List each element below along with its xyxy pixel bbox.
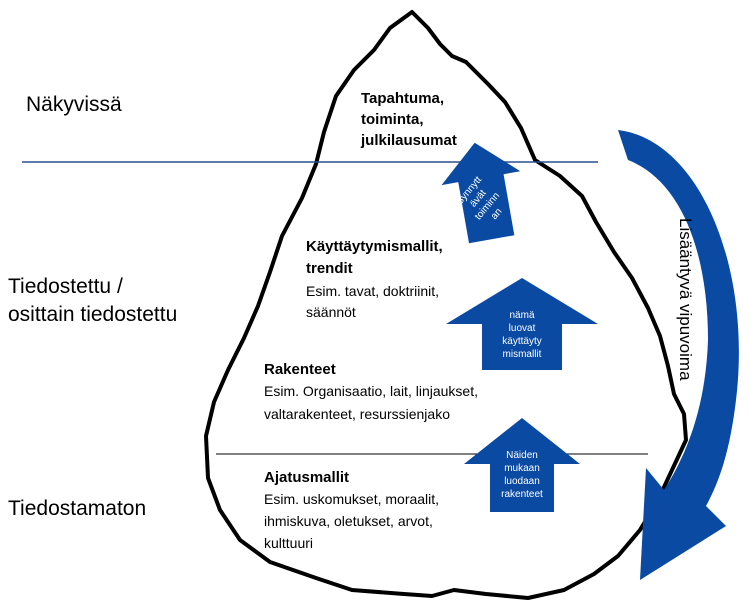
structures-body-2: valtarakenteet, resurssienjako	[264, 406, 450, 422]
arrow-create-patterns-line-1: nämä	[509, 310, 534, 321]
patterns-body-2: säännöt	[306, 304, 356, 320]
arrow-create-patterns-line-4: mismallit	[503, 349, 542, 360]
iceberg-outline	[204, 10, 688, 600]
patterns-title-2: trendit	[306, 260, 353, 277]
mental-models-body-3: kulttuuri	[264, 535, 313, 551]
mental-models-title: Ajatusmallit	[264, 469, 349, 486]
curved-arrow-shape	[618, 130, 739, 580]
arrow-create-patterns-line-3: käyttäyty	[502, 336, 541, 347]
up-arrow-shape	[464, 418, 580, 512]
arrow-create-structures-line-1: Näiden	[506, 450, 538, 461]
level-conscious-2: osittain tiedostettu	[8, 303, 177, 326]
arrow-create-structures-line-3: luodaan	[504, 476, 540, 487]
leverage-label: Lisääntyvä vipuvoima	[676, 218, 695, 381]
arrow-create-actions-line-4: an	[489, 206, 505, 222]
mental-models-body-2: ihmiskuva, oletukset, arvot,	[264, 513, 433, 529]
leverage-arrow	[618, 130, 739, 580]
structures-title: Rakenteet	[264, 361, 336, 378]
events-line-2: toiminta,	[361, 111, 424, 128]
arrow-create-actions: Synnytt ävät toiminn an	[441, 142, 521, 244]
patterns-body-1: Esim. tavat, doktriinit,	[306, 283, 439, 299]
level-conscious-1: Tiedostettu /	[8, 275, 123, 298]
level-unconscious: Tiedostamaton	[8, 497, 146, 520]
arrow-create-structures-line-4: rakenteet	[501, 489, 543, 500]
up-arrow-shape	[441, 142, 521, 244]
arrow-create-structures-line-2: mukaan	[504, 463, 540, 474]
arrow-create-patterns: nämä luovat käyttäyty mismallit	[446, 278, 598, 370]
arrow-create-structures: Näiden mukaan luodaan rakenteet	[464, 418, 580, 512]
patterns-title-1: Käyttäytymismallit,	[306, 238, 443, 255]
structures-body-1: Esim. Organisaatio, lait, linjaukset,	[264, 383, 478, 399]
level-visible: Näkyvissä	[26, 93, 122, 116]
events-line-1: Tapahtuma,	[361, 90, 444, 107]
events-line-3: julkilausumat	[360, 132, 457, 149]
arrow-create-patterns-line-2: luovat	[509, 323, 536, 334]
up-arrow-shape	[446, 278, 598, 370]
mental-models-body-1: Esim. uskomukset, moraalit,	[264, 491, 439, 507]
